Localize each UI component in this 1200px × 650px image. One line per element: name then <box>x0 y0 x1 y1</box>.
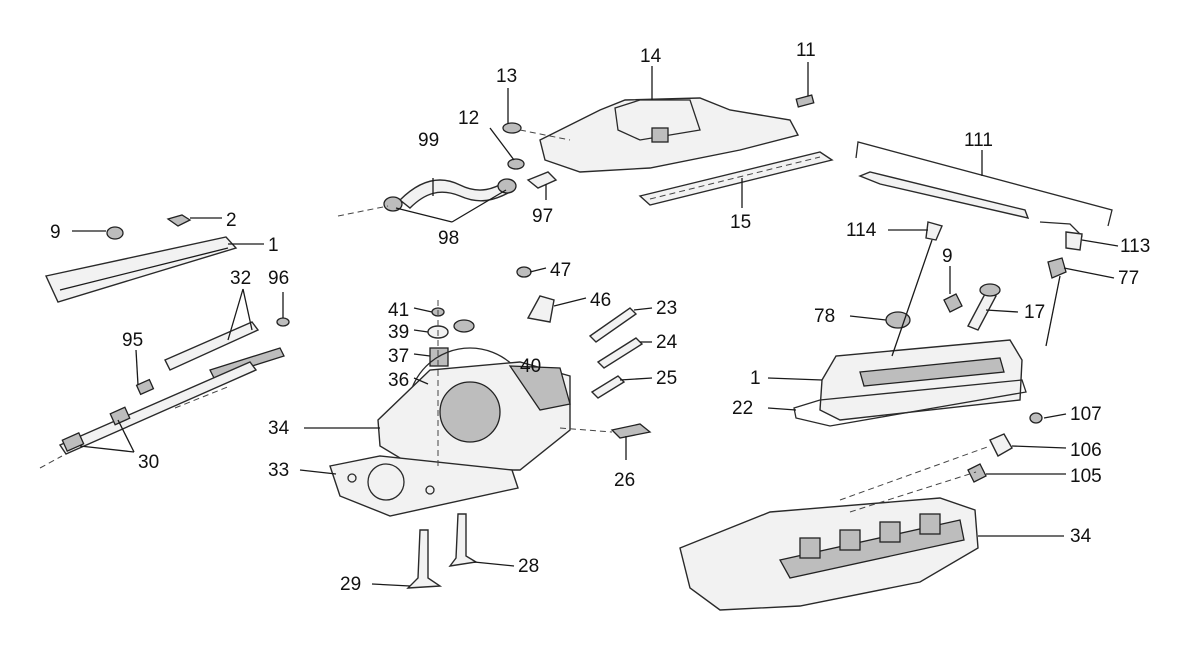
label-24: 24 <box>656 332 678 353</box>
label-14: 14 <box>640 46 662 67</box>
label-34-right: 34 <box>1070 526 1092 547</box>
label-22: 22 <box>732 398 753 419</box>
label-78: 78 <box>814 306 835 327</box>
part-46-bracket <box>526 295 555 323</box>
part-105-stud <box>967 463 987 483</box>
part-40-cap <box>453 319 475 333</box>
cylinder-head-assembly <box>679 412 1043 611</box>
part-114-arm <box>925 221 943 241</box>
label-9-right: 9 <box>942 246 953 267</box>
label-1-right: 1 <box>750 368 761 389</box>
part-99-hose <box>398 179 511 209</box>
label-47: 47 <box>550 260 571 281</box>
label-29: 29 <box>340 574 361 595</box>
part-47-bolt <box>516 266 532 278</box>
label-2: 2 <box>226 210 237 231</box>
label-1-left: 1 <box>268 235 279 256</box>
part-22-gasket <box>793 379 1027 427</box>
top-manifold-assembly <box>337 94 834 217</box>
part-13-bolt <box>502 122 522 134</box>
part-32-rocker-arms <box>164 321 260 371</box>
label-105: 105 <box>1070 466 1102 487</box>
label-97: 97 <box>532 206 553 227</box>
label-30: 30 <box>138 452 159 473</box>
label-25: 25 <box>656 368 677 389</box>
label-37: 37 <box>388 346 409 367</box>
label-98: 98 <box>438 228 459 249</box>
part-106-bracket <box>989 433 1013 457</box>
part-113-connector <box>1065 231 1083 251</box>
label-33: 33 <box>268 460 289 481</box>
callout-labels: 9 2 1 32 96 95 30 13 14 11 12 99 97 98 1… <box>50 40 1150 595</box>
label-113: 113 <box>1120 236 1150 257</box>
part-111-cable <box>858 171 1030 219</box>
left-leaders <box>72 217 284 453</box>
label-17: 17 <box>1024 302 1045 323</box>
label-114: 114 <box>846 220 877 241</box>
part-15-gasket <box>638 151 834 206</box>
part-33-gasket <box>329 455 519 517</box>
label-9-left: 9 <box>50 222 61 243</box>
label-77: 77 <box>1118 268 1139 289</box>
part-2-clip <box>166 214 192 227</box>
part-12-washer <box>507 158 525 170</box>
left-cover-assembly <box>39 214 290 469</box>
label-41: 41 <box>388 300 409 321</box>
label-13: 13 <box>496 66 517 87</box>
part-97-fitting <box>526 171 558 189</box>
label-15: 15 <box>730 212 751 233</box>
label-95: 95 <box>122 330 143 351</box>
part-95-shaft <box>58 361 258 455</box>
part-96-pin <box>276 317 290 327</box>
part-30-spring <box>61 431 85 453</box>
part-77-block <box>1047 257 1067 279</box>
part-29-valve <box>406 529 443 589</box>
center-head-assembly <box>329 266 652 589</box>
label-11: 11 <box>796 40 816 61</box>
label-28: 28 <box>518 556 539 577</box>
top-leaders <box>395 62 809 223</box>
part-11-plug <box>795 94 815 108</box>
label-96: 96 <box>268 268 289 289</box>
label-46: 46 <box>590 290 611 311</box>
part-37-spring <box>429 347 449 367</box>
part-23-bolt <box>588 307 638 343</box>
center-leaders <box>299 267 653 587</box>
label-12: 12 <box>458 108 479 129</box>
label-23: 23 <box>656 298 677 319</box>
part-28-valve <box>448 513 479 567</box>
part-9-cap <box>943 293 963 313</box>
label-107: 107 <box>1070 404 1102 425</box>
label-36: 36 <box>388 370 409 391</box>
right-bottom-leaders <box>978 413 1067 537</box>
label-111: 111 <box>964 130 993 151</box>
right-top-leaders <box>767 150 1119 411</box>
label-26: 26 <box>614 470 635 491</box>
part-98-clamp-left <box>383 196 403 212</box>
label-39: 39 <box>388 322 409 343</box>
part-107-bolt <box>1029 412 1043 424</box>
part-98-clamp-right <box>497 178 517 194</box>
label-106: 106 <box>1070 440 1102 461</box>
right-cover-assembly <box>793 141 1113 427</box>
part-17-stem <box>967 291 997 331</box>
part-24-bolt <box>596 337 644 369</box>
label-34-center: 34 <box>268 418 290 439</box>
label-32: 32 <box>230 268 251 289</box>
part-9-nut <box>106 226 124 240</box>
label-40: 40 <box>520 356 541 377</box>
part-26-plug <box>610 423 652 439</box>
part-25-bolt <box>590 375 626 399</box>
label-99: 99 <box>418 130 439 151</box>
part-111-bracket <box>855 141 1113 227</box>
